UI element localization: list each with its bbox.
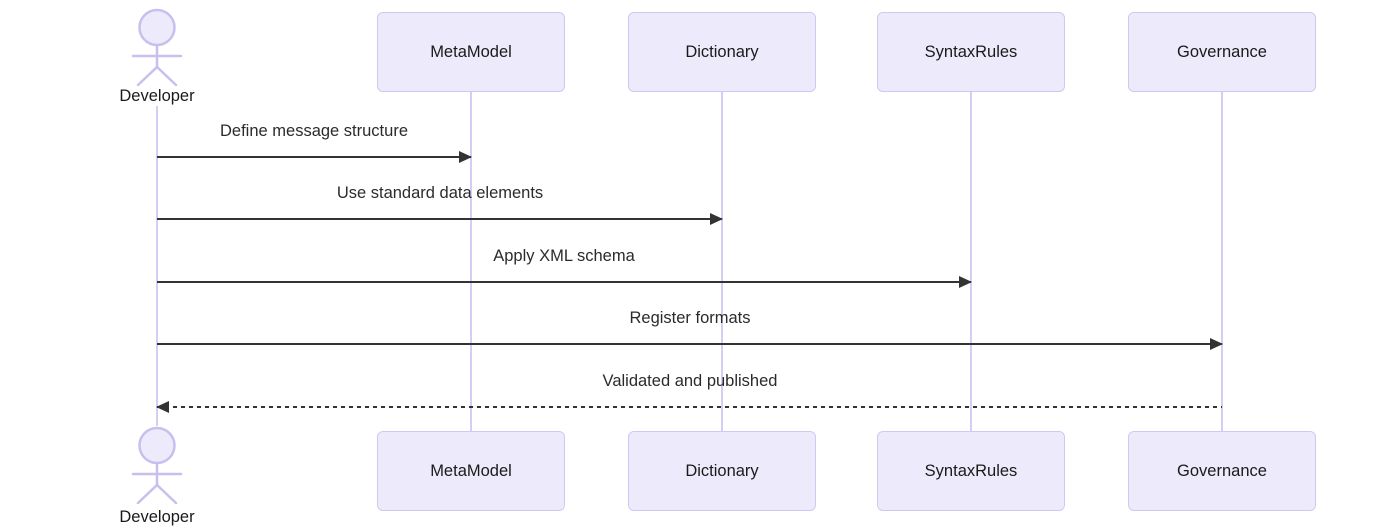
message-label-1: Define message structure [219, 122, 409, 140]
participant-box-metamodel-top: MetaModel [377, 12, 565, 92]
actor-figure-top [131, 8, 183, 86]
participant-box-dictionary-top: Dictionary [628, 12, 816, 92]
actor-label-bottom: Developer [119, 508, 195, 526]
participant-box-syntaxrules-top: SyntaxRules [877, 12, 1065, 92]
actor-figure-bottom [131, 426, 183, 504]
participant-box-syntaxrules-bottom: SyntaxRules [877, 431, 1065, 511]
lifeline-metamodel [470, 92, 472, 431]
message-arrow-4 [157, 338, 1223, 350]
lifeline-dictionary [721, 92, 723, 431]
participant-box-metamodel-bottom: MetaModel [377, 431, 565, 511]
lifeline-syntaxrules [970, 92, 972, 431]
lifeline-governance [1221, 92, 1223, 431]
message-label-3: Apply XML schema [493, 247, 635, 265]
participant-box-governance-top: Governance [1128, 12, 1316, 92]
actor-label-top: Developer [119, 87, 195, 105]
message-arrow-1 [157, 151, 472, 163]
message-label-5: Validated and published [602, 372, 778, 390]
participant-box-dictionary-bottom: Dictionary [628, 431, 816, 511]
message-label-4: Register formats [629, 309, 751, 327]
message-arrow-5 [156, 401, 1222, 413]
message-arrow-2 [157, 213, 723, 225]
message-arrow-3 [157, 276, 972, 288]
lifeline-developer [156, 106, 158, 426]
message-label-2: Use standard data elements [336, 184, 544, 202]
participant-box-governance-bottom: Governance [1128, 431, 1316, 511]
